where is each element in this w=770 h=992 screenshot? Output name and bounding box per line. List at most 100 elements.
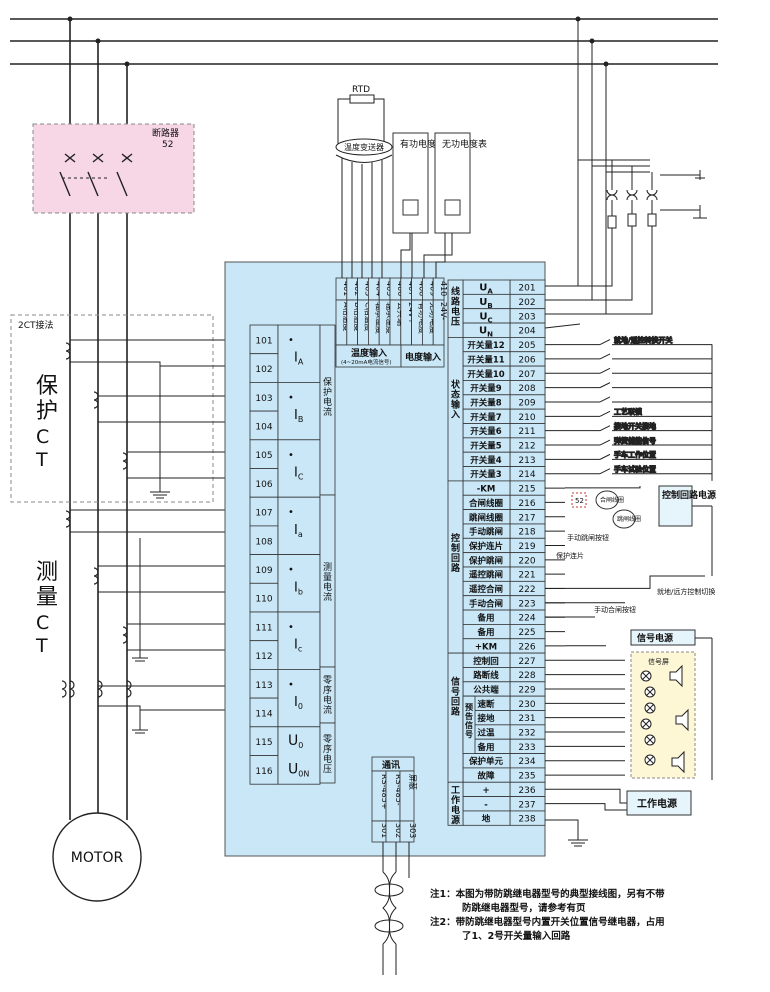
svg-text:•: • — [288, 679, 294, 690]
right-terminal-label: 备用 — [476, 627, 494, 638]
breaker-label: 断路器 — [152, 127, 179, 139]
energy-meters: 有功电度表 无功电度表 — [392, 132, 487, 278]
right-terminal-label: 开关量10 — [467, 369, 504, 380]
ct2-box — [10, 314, 214, 503]
svg-text:护: 护 — [36, 399, 58, 424]
comm-terminal-number: 302 — [394, 823, 403, 838]
right-terminal-label: -KM — [477, 485, 496, 495]
left-terminal-cell — [249, 439, 279, 469]
comm-terminal-number: 301 — [380, 823, 389, 838]
right-terminal-label: 开关量6 — [470, 426, 502, 437]
group-protect-current: 保护电流 — [323, 376, 332, 418]
left-signal-symbol: I0 — [294, 695, 303, 711]
buzzer-icon — [675, 708, 689, 732]
switch-note-n211: 接地开关接地 — [614, 422, 656, 431]
svg-text:•: • — [288, 392, 294, 403]
left-terminal-cell — [249, 611, 279, 642]
left-terminal-number: 115 — [255, 738, 272, 748]
right-terminal-number: 222 — [518, 585, 535, 595]
right-terminal-label: 备用 — [476, 613, 494, 624]
right-terminal-label: 合闸线圈 — [468, 498, 503, 509]
right-terminal-label: 开关量8 — [470, 397, 502, 408]
left-signal-cell — [277, 381, 321, 441]
note-1a: 注1：本图为带防跳继电器型号的典型接线图，另有不带 — [430, 888, 665, 900]
left-signal-cell — [277, 324, 321, 383]
local-remote-label: 就地/远方控制切换 — [657, 587, 715, 596]
group-measure-current: 测量电流 — [323, 562, 332, 603]
left-terminal-number: 108 — [255, 537, 272, 547]
breaker-52-tag: 52 — [575, 497, 584, 505]
svg-text:•: • — [288, 565, 294, 576]
left-terminal-cell — [249, 640, 279, 670]
top-terminal-number: 410 — [439, 281, 448, 296]
right-terminal-number: 232 — [518, 729, 535, 739]
left-signal-symbol: Ib — [294, 580, 303, 596]
right-terminal-label: 开关量4 — [470, 455, 502, 466]
right-terminal-label: 备用 — [476, 742, 494, 753]
right-terminal-number: 215 — [518, 485, 535, 495]
right-terminal-number: 213 — [518, 456, 535, 466]
meter-active-label: 有功电度表 — [400, 138, 445, 150]
svg-text:保: 保 — [36, 374, 58, 399]
left-signal-symbol: IC — [294, 466, 304, 482]
svg-text:•: • — [288, 507, 294, 518]
left-terminal-number: 112 — [255, 652, 272, 662]
top-terminal-label: 24V- — [439, 302, 448, 320]
right-terminal-number: 202 — [518, 298, 535, 308]
left-terminal-cell — [249, 525, 279, 556]
notes: 注1：本图为带防跳继电器型号的典型接线图，另有不带 防跳继电器型号，请参考有页 … — [430, 888, 665, 942]
left-terminal-block: 1011021031041051061071081091101111121131… — [249, 324, 321, 785]
right-terminal-label: 接地 — [477, 713, 495, 724]
left-signal-symbol: IB — [294, 408, 303, 424]
right-terminal-label: 保护连片 — [468, 541, 503, 552]
right-terminal-label: 手动跳闸 — [469, 527, 503, 538]
energy-input-label: 电度输入 — [405, 351, 441, 363]
left-terminal-number: 106 — [255, 480, 272, 490]
right-terminal-label: + — [482, 786, 489, 796]
right-terminal-label: 遥控跳闸 — [469, 570, 503, 581]
buzzer-icon — [669, 664, 683, 688]
left-signal-symbol: IA — [294, 351, 304, 367]
switch-note-n214: 手车试验位置 — [614, 465, 656, 474]
right-terminal-number: 209 — [518, 398, 535, 408]
right-terminal-number: 221 — [518, 571, 535, 581]
right-terminal-label: - — [484, 800, 488, 810]
left-group-labels — [319, 324, 336, 784]
right-terminal-label: 开关量5 — [470, 441, 502, 452]
right-terminal-number: 228 — [518, 671, 535, 681]
group-signal-circuit: 信号回路 — [451, 676, 461, 718]
left-terminal-cell — [249, 669, 279, 699]
right-terminal-number: 227 — [518, 657, 535, 667]
right-terminal-number: 233 — [518, 743, 535, 753]
switch-note-n205: 就地/遥控转换开关 — [614, 335, 673, 344]
left-terminal-number: 101 — [255, 336, 272, 346]
right-terminal-number: 205 — [518, 341, 535, 351]
right-terminal-number: 225 — [518, 628, 535, 638]
control-power-label: 控制回路电源 — [662, 489, 716, 501]
svg-text:C: C — [36, 612, 49, 634]
right-terminal-number: 204 — [518, 327, 535, 337]
right-terminal-number: 234 — [518, 757, 535, 767]
right-terminal-number: 238 — [518, 815, 535, 825]
left-terminal-cell — [249, 697, 279, 728]
right-terminal-label: 开关量9 — [470, 383, 502, 394]
protect-ct-label: 保 护 C T — [35, 374, 58, 471]
svg-text:•: • — [288, 622, 294, 633]
breaker-number: 52 — [162, 140, 173, 150]
close-coil-label: 合闸线圈 — [600, 496, 624, 504]
buzzer-icon — [671, 750, 685, 774]
left-terminal-cell — [249, 410, 279, 441]
right-terminal-label: 开关量7 — [470, 412, 502, 423]
right-terminal-number: 206 — [518, 355, 535, 365]
right-terminal-label: 路断线 — [473, 670, 499, 681]
svg-text:量: 量 — [36, 585, 58, 610]
right-terminal-label: 地 — [482, 814, 491, 825]
right-terminal-label: 过温 — [477, 728, 495, 739]
right-terminal-label: 控制回 — [473, 656, 499, 667]
right-terminal-label: 手动合闸 — [469, 598, 503, 609]
right-terminal-number: 236 — [518, 786, 535, 796]
voltage-transformers — [544, 16, 707, 329]
left-terminal-number: 116 — [255, 767, 272, 777]
rtd-transmitter: 温度变送器 — [344, 142, 384, 152]
